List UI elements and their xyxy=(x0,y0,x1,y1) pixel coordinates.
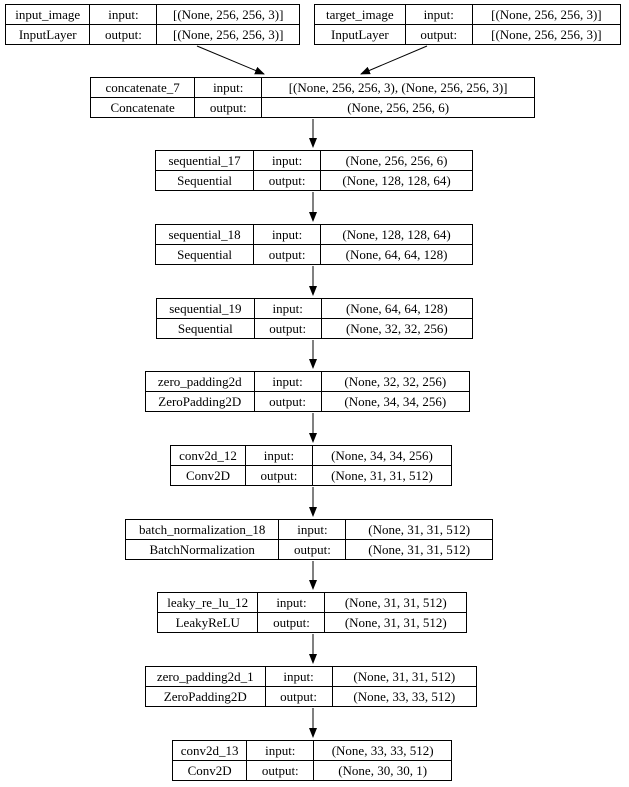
layer-name: sequential_19 xyxy=(156,298,255,319)
node-conv2d_13: conv2d_13 input: (None, 33, 33, 512) Con… xyxy=(171,740,452,781)
layer-type: Sequential xyxy=(154,244,255,265)
input-shape-value: (None, 64, 64, 128) xyxy=(320,298,474,319)
layer-type: Sequential xyxy=(154,170,255,191)
layer-name: zero_padding2d_1 xyxy=(145,666,266,687)
layer-node-table: sequential_19 input: (None, 64, 64, 128)… xyxy=(156,298,474,339)
output-shape-value: (None, 34, 34, 256) xyxy=(320,391,471,412)
output-shape-value: (None, 33, 33, 512) xyxy=(331,686,478,707)
layer-name: target_image xyxy=(314,4,406,25)
output-shape-value: (None, 64, 64, 128) xyxy=(320,244,473,265)
layer-name: concatenate_7 xyxy=(89,77,196,98)
layer-name: sequential_18 xyxy=(154,224,255,245)
layer-name: batch_normalization_18 xyxy=(124,519,280,540)
layer-type: InputLayer xyxy=(314,24,406,45)
layer-node-table: target_image input: [(None, 256, 256, 3)… xyxy=(314,4,622,45)
input-shape-value: (None, 32, 32, 256) xyxy=(320,371,471,392)
output-shape-value: [(None, 256, 256, 3)] xyxy=(471,24,622,45)
output-label: output: xyxy=(253,318,322,339)
node-input_image: input_image input: [(None, 256, 256, 3)]… xyxy=(4,4,300,45)
input-label: input: xyxy=(264,666,333,687)
output-label: output: xyxy=(194,97,263,118)
layer-node-table: batch_normalization_18 input: (None, 31,… xyxy=(124,519,493,560)
input-label: input: xyxy=(89,4,158,25)
layer-node-table: input_image input: [(None, 256, 256, 3)]… xyxy=(4,4,300,45)
input-label: input: xyxy=(246,740,315,761)
node-sequential_17: sequential_17 input: (None, 256, 256, 6)… xyxy=(154,150,473,191)
layer-type: ZeroPadding2D xyxy=(145,391,255,412)
edge-arrow-input_image-to-concatenate_7 xyxy=(196,45,265,75)
input-label: input: xyxy=(278,519,347,540)
node-zero_padding2d: zero_padding2d input: (None, 32, 32, 256… xyxy=(145,371,471,412)
input-label: input: xyxy=(253,298,322,319)
output-label: output: xyxy=(253,244,322,265)
output-shape-value: (None, 256, 256, 6) xyxy=(261,97,535,118)
output-label: output: xyxy=(404,24,473,45)
output-shape-value: [(None, 256, 256, 3)] xyxy=(156,24,300,45)
layer-node-table: conv2d_12 input: (None, 34, 34, 256) Con… xyxy=(170,445,453,486)
input-label: input: xyxy=(253,150,322,171)
input-shape-value: (None, 256, 256, 6) xyxy=(320,150,473,171)
input-label: input: xyxy=(194,77,263,98)
output-label: output: xyxy=(246,760,315,781)
layer-node-table: conv2d_13 input: (None, 33, 33, 512) Con… xyxy=(171,740,452,781)
output-label: output: xyxy=(244,465,313,486)
layer-type: LeakyReLU xyxy=(156,612,259,633)
output-shape-value: (None, 30, 30, 1) xyxy=(313,760,452,781)
layer-type: InputLayer xyxy=(4,24,91,45)
input-shape-value: (None, 31, 31, 512) xyxy=(345,519,493,540)
layer-type: Conv2D xyxy=(171,760,248,781)
node-batch_normalization_18: batch_normalization_18 input: (None, 31,… xyxy=(124,519,493,560)
node-sequential_18: sequential_18 input: (None, 128, 128, 64… xyxy=(154,224,473,265)
node-leaky_re_lu_12: leaky_re_lu_12 input: (None, 31, 31, 512… xyxy=(156,592,467,633)
output-label: output: xyxy=(253,170,322,191)
input-label: input: xyxy=(253,224,322,245)
input-shape-value: [(None, 256, 256, 3)] xyxy=(471,4,622,25)
output-shape-value: (None, 32, 32, 256) xyxy=(320,318,474,339)
layer-type: Concatenate xyxy=(89,97,196,118)
input-shape-value: (None, 31, 31, 512) xyxy=(324,592,467,613)
layer-type: BatchNormalization xyxy=(124,539,280,560)
layer-name: sequential_17 xyxy=(154,150,255,171)
input-shape-value: [(None, 256, 256, 3)] xyxy=(156,4,300,25)
output-label: output: xyxy=(253,391,322,412)
output-shape-value: (None, 31, 31, 512) xyxy=(345,539,493,560)
layer-name: conv2d_12 xyxy=(170,445,246,466)
node-zero_padding2d_1: zero_padding2d_1 input: (None, 31, 31, 5… xyxy=(145,666,478,707)
output-label: output: xyxy=(257,612,326,633)
input-label: input: xyxy=(404,4,473,25)
input-label: input: xyxy=(257,592,326,613)
layer-node-table: zero_padding2d input: (None, 32, 32, 256… xyxy=(145,371,471,412)
output-shape-value: (None, 31, 31, 512) xyxy=(311,465,453,486)
node-concatenate_7: concatenate_7 input: [(None, 256, 256, 3… xyxy=(89,77,535,118)
input-shape-value: [(None, 256, 256, 3), (None, 256, 256, 3… xyxy=(261,77,535,98)
node-conv2d_12: conv2d_12 input: (None, 34, 34, 256) Con… xyxy=(170,445,453,486)
layer-node-table: concatenate_7 input: [(None, 256, 256, 3… xyxy=(89,77,535,118)
layer-node-table: zero_padding2d_1 input: (None, 31, 31, 5… xyxy=(145,666,478,707)
output-shape-value: (None, 31, 31, 512) xyxy=(324,612,467,633)
output-shape-value: (None, 128, 128, 64) xyxy=(320,170,473,191)
layer-type: Conv2D xyxy=(170,465,246,486)
output-label: output: xyxy=(89,24,158,45)
edge-arrow-target_image-to-concatenate_7 xyxy=(360,45,428,75)
node-sequential_19: sequential_19 input: (None, 64, 64, 128)… xyxy=(156,298,474,339)
layer-node-table: leaky_re_lu_12 input: (None, 31, 31, 512… xyxy=(156,592,467,633)
layer-name: leaky_re_lu_12 xyxy=(156,592,259,613)
input-label: input: xyxy=(244,445,313,466)
layer-name: conv2d_13 xyxy=(171,740,248,761)
layer-type: ZeroPadding2D xyxy=(145,686,266,707)
layer-name: zero_padding2d xyxy=(145,371,255,392)
layer-name: input_image xyxy=(4,4,91,25)
output-label: output: xyxy=(278,539,347,560)
input-shape-value: (None, 34, 34, 256) xyxy=(311,445,453,466)
node-target_image: target_image input: [(None, 256, 256, 3)… xyxy=(314,4,622,45)
input-shape-value: (None, 31, 31, 512) xyxy=(331,666,478,687)
output-label: output: xyxy=(264,686,333,707)
input-shape-value: (None, 33, 33, 512) xyxy=(313,740,452,761)
layer-type: Sequential xyxy=(156,318,255,339)
layer-node-table: sequential_18 input: (None, 128, 128, 64… xyxy=(154,224,473,265)
layer-node-table: sequential_17 input: (None, 256, 256, 6)… xyxy=(154,150,473,191)
input-label: input: xyxy=(253,371,322,392)
input-shape-value: (None, 128, 128, 64) xyxy=(320,224,473,245)
